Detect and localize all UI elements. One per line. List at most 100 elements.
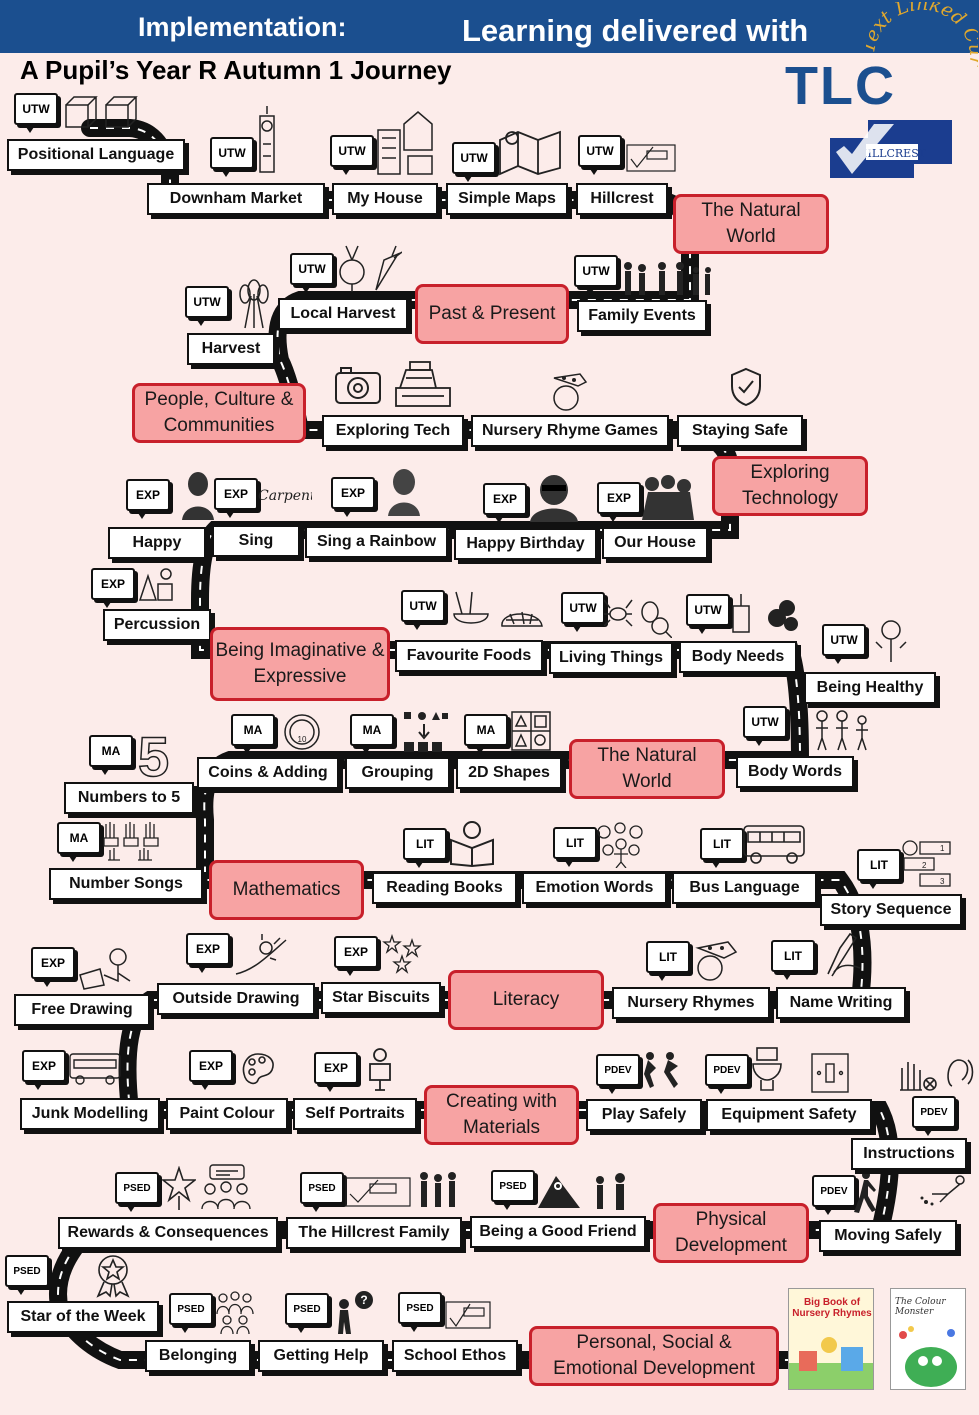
colour-monster-cover: The Colour Monster <box>890 1288 966 1390</box>
stars-icon <box>382 934 422 974</box>
book-title: The Colour Monster <box>895 1297 946 1317</box>
big-book-nursery-rhymes-cover: Big Book of Nursery Rhymes <box>788 1288 874 1390</box>
friends-icon <box>596 1173 625 1210</box>
label-belonging: Belonging <box>145 1340 251 1372</box>
label-free-drawing: Free Drawing <box>14 994 150 1026</box>
utw-tag: UTW <box>743 706 787 746</box>
number-five-icon: 5 <box>137 728 170 780</box>
label-name-writing: Name Writing <box>776 987 906 1019</box>
label-harvest: Harvest <box>187 333 275 365</box>
svg-text:?: ? <box>360 1293 367 1307</box>
lit-tag: LIT <box>771 940 815 980</box>
star-badge-icon <box>96 1255 130 1298</box>
hillcrest-crest-logo: HILLCREST <box>830 120 952 178</box>
section-creating-with-materials: Creating with Materials <box>424 1085 579 1145</box>
singer-portrait-icon <box>530 475 578 522</box>
hillcrest-sign-icon <box>345 1177 411 1207</box>
page-title: A Pupil’s Year R Autumn 1 Journey <box>20 55 452 85</box>
exp-tag: EXP <box>22 1050 66 1090</box>
section-physical-development: Physical Development <box>653 1203 809 1263</box>
utw-tag: UTW <box>561 592 605 632</box>
discussion-group-icon <box>201 1164 251 1210</box>
shield-icon <box>731 367 761 407</box>
exp-tag: EXP <box>186 933 230 973</box>
bus-icon <box>743 825 805 864</box>
label-hillcrest-family: The Hillcrest Family <box>286 1217 462 1249</box>
section-people-culture-communities: People, Culture & Communities <box>132 383 306 443</box>
header-bar: Implementation: Learning delivered with <box>0 0 979 53</box>
psed-tag: PSED <box>169 1293 213 1333</box>
exp-tag: EXP <box>483 483 527 523</box>
camera-icon <box>335 367 381 404</box>
exp-tag: EXP <box>334 936 378 976</box>
lit-tag: LIT <box>553 827 597 867</box>
label-nursery-rhyme-games: Nursery Rhyme Games <box>471 415 669 447</box>
house-icon <box>377 111 433 175</box>
label-body-words: Body Words <box>736 756 854 788</box>
utw-tag: UTW <box>452 142 496 182</box>
map-icon <box>499 130 561 176</box>
svg-text:3: 3 <box>940 877 945 886</box>
label-paint-colour: Paint Colour <box>166 1098 288 1130</box>
label-play-safely: Play Safely <box>586 1099 702 1131</box>
header-implementation: Implementation: <box>138 12 347 42</box>
label-downham-market: Downham Market <box>147 183 325 215</box>
label-bus-language: Bus Language <box>672 872 817 904</box>
label-emotion-words: Emotion Words <box>522 872 667 904</box>
svg-text:HILLCREST: HILLCREST <box>858 147 927 160</box>
label-getting-help: Getting Help <box>258 1340 384 1372</box>
coin-icon: 10 <box>284 714 320 750</box>
label-favourite-foods: Favourite Foods <box>395 640 543 672</box>
label-my-house: My House <box>332 183 438 215</box>
label-story-sequence: Story Sequence <box>820 894 962 926</box>
utw-tag: UTW <box>330 135 374 175</box>
ma-tag: MA <box>57 822 101 862</box>
label-our-house: Our House <box>602 527 708 559</box>
label-sing: Sing <box>212 525 300 557</box>
label-family-events: Family Events <box>577 300 707 332</box>
svg-text:1: 1 <box>940 844 945 853</box>
utw-tag: UTW <box>578 135 622 175</box>
label-numbers-to-5: Numbers to 5 <box>64 782 194 814</box>
psed-tag: PSED <box>5 1255 49 1295</box>
label-percussion: Percussion <box>103 609 211 641</box>
self-portrait-icon <box>369 1048 391 1091</box>
lit-tag: LIT <box>700 828 744 868</box>
utw-tag: UTW <box>686 594 730 634</box>
svg-text:10: 10 <box>298 735 307 744</box>
utw-tag: UTW <box>210 137 254 177</box>
toilet-icon <box>752 1047 782 1091</box>
psed-tag: PSED <box>300 1172 344 1212</box>
label-being-healthy: Being Healthy <box>804 672 936 704</box>
label-positional-language: Positional Language <box>7 139 185 171</box>
ma-tag: MA <box>464 714 508 754</box>
cube-icon <box>65 96 138 128</box>
hillcrest-sign-icon <box>626 144 676 172</box>
section-literacy: Literacy <box>448 970 604 1030</box>
band-icon <box>642 475 694 520</box>
pdev-tag: PDEV <box>912 1096 956 1136</box>
utw-tag: UTW <box>290 253 334 293</box>
label-nursery-rhymes: Nursery Rhymes <box>612 987 770 1019</box>
label-hillcrest: Hillcrest <box>576 183 668 215</box>
svg-text:2: 2 <box>922 861 927 870</box>
shapes-icon <box>511 711 551 751</box>
label-self-portraits: Self Portraits <box>293 1098 417 1130</box>
ma-tag: MA <box>350 714 394 754</box>
carpenters-logo-icon: Carpenters <box>258 488 312 504</box>
counting-hands-icon <box>103 822 159 861</box>
label-school-ethos: School Ethos <box>392 1340 518 1372</box>
utw-tag: UTW <box>185 286 229 326</box>
walking-icon <box>854 1171 876 1213</box>
healthy-person-icon <box>875 620 907 662</box>
section-natural-world: The Natural World <box>569 739 725 799</box>
label-sing-a-rainbow: Sing a Rainbow <box>305 526 448 558</box>
singer-portrait-icon <box>182 472 214 520</box>
cow-moon-icon <box>695 941 738 981</box>
label-exploring-tech: Exploring Tech <box>322 415 464 447</box>
svg-text:Carpenters: Carpenters <box>258 488 312 504</box>
pdev-tag: PDEV <box>596 1054 640 1094</box>
drawing-child-icon <box>79 948 131 990</box>
helping-climb-icon <box>538 1176 580 1208</box>
exp-tag: EXP <box>189 1050 233 1090</box>
